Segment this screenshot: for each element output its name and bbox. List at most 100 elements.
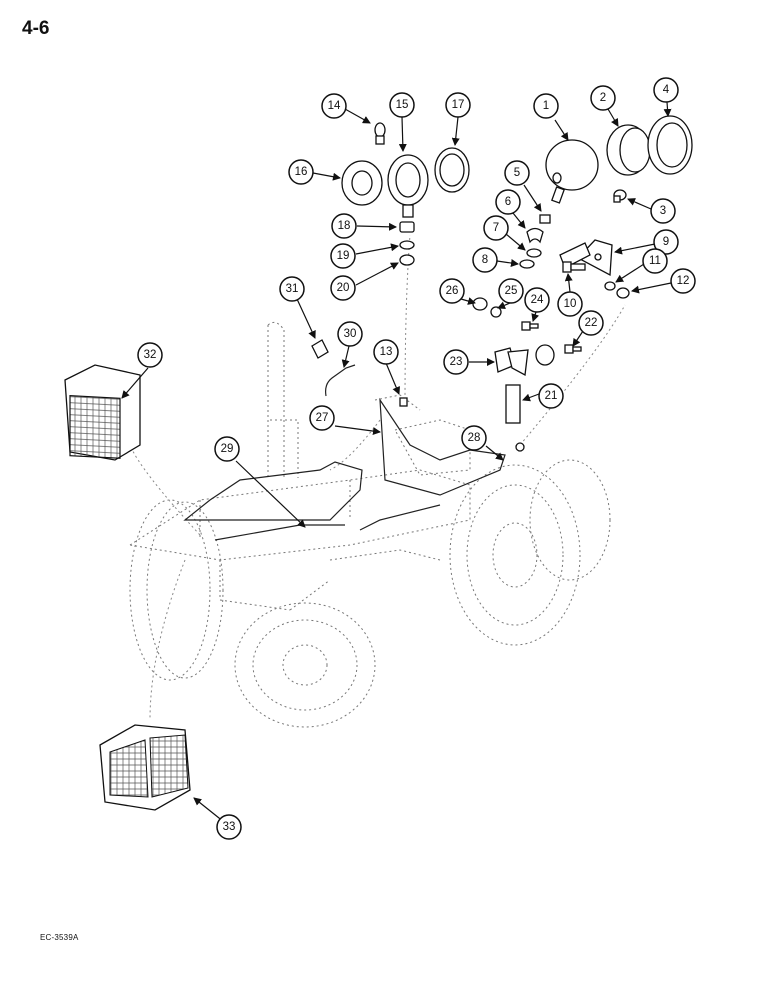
bolt-10 [562,261,586,273]
tractor-outline [128,234,626,728]
connector-28 [515,442,525,452]
svg-text:25: 25 [505,285,518,297]
main-harness [379,397,506,496]
callout-21: 21 [538,383,564,409]
svg-text:20: 20 [337,282,350,294]
svg-text:6: 6 [505,196,511,208]
callout-14: 14 [321,93,347,119]
callout-23: 23 [443,349,469,375]
callout-12: 12 [670,268,696,294]
callout-1: 1 [533,93,559,119]
nut-20 [399,254,415,266]
svg-text:8: 8 [482,254,488,266]
cable-30 [325,364,356,397]
callout-bubbles: 1 2 3 4 5 6 7 8 9 10 11 12 13 14 15 16 1… [137,77,696,840]
callout-22: 22 [578,310,604,336]
callout-13: 13 [373,339,399,365]
svg-text:13: 13 [380,346,393,358]
retaining-ring-4 [647,115,693,175]
svg-text:9: 9 [663,236,669,248]
callout-24: 24 [524,287,550,313]
washer-25 [490,306,502,318]
callout-18: 18 [331,213,357,239]
svg-text:33: 33 [223,821,236,833]
connector-13 [399,397,408,407]
callout-27: 27 [309,405,335,431]
svg-text:14: 14 [328,100,341,112]
headlamp-housing-1 [545,139,599,204]
callout-31: 31 [279,276,305,302]
leader-lines [121,101,672,823]
wiring-harness [183,461,363,521]
callout-32: 32 [137,342,163,368]
callout-4: 4 [653,77,679,103]
svg-text:28: 28 [468,432,481,444]
washer-19 [399,240,415,250]
callout-6: 6 [495,189,521,215]
callout-15: 15 [389,92,415,118]
callout-10: 10 [557,291,583,317]
bulb-3 [613,189,627,203]
svg-text:10: 10 [564,298,577,310]
svg-text:2: 2 [600,92,606,104]
work-lamp-32 [64,364,141,461]
callout-7: 7 [483,215,509,241]
svg-text:27: 27 [316,412,329,424]
svg-text:7: 7 [493,222,499,234]
svg-text:4: 4 [663,84,670,96]
nut-26 [472,297,488,311]
nut-12 [616,287,630,299]
svg-text:26: 26 [446,285,459,297]
svg-text:31: 31 [286,283,299,295]
svg-text:17: 17 [452,99,465,111]
clamp-31 [311,339,329,359]
svg-text:21: 21 [545,390,558,402]
callout-25: 25 [498,278,524,304]
nut-5 [539,214,551,224]
callout-2: 2 [590,85,616,111]
svg-text:15: 15 [396,99,409,111]
callout-29: 29 [214,436,240,462]
svg-text:3: 3 [660,205,666,217]
headlamp-lens-2 [606,124,651,176]
svg-text:23: 23 [450,356,463,368]
callout-5: 5 [504,160,530,186]
svg-text:32: 32 [144,349,157,361]
svg-text:16: 16 [295,166,308,178]
callout-16: 16 [288,159,314,185]
svg-text:30: 30 [344,328,357,340]
callout-28: 28 [461,425,487,451]
callout-3: 3 [650,198,676,224]
washer-11 [604,281,616,291]
callout-11: 11 [642,248,668,274]
callout-19: 19 [330,243,356,269]
svg-text:11: 11 [649,255,661,267]
clip-6 [526,227,544,244]
bolt-24 [521,321,539,331]
svg-text:12: 12 [677,275,690,287]
reflector-21 [505,384,521,424]
callout-9: 9 [653,229,679,255]
callout-26: 26 [439,278,465,304]
washer-7 [526,248,542,258]
svg-text:19: 19 [337,250,350,262]
callout-8: 8 [472,247,498,273]
callout-33: 33 [216,814,242,840]
lamp-body-15 [387,154,429,218]
svg-text:1: 1 [543,100,549,112]
page-number: 4-6 [22,18,50,39]
bolt-22 [564,344,582,354]
reflector-16 [341,160,383,206]
spacer-18 [399,221,415,233]
svg-text:22: 22 [585,317,598,329]
rim-17 [434,147,470,193]
work-lamp-33 [99,724,191,811]
bulb-14 [374,122,386,145]
callout-30: 30 [337,321,363,347]
bracket-23 [494,344,555,377]
svg-text:5: 5 [514,167,520,179]
callout-17: 17 [445,92,471,118]
svg-text:29: 29 [221,443,234,455]
figure-code: EC-3539A [40,933,79,942]
